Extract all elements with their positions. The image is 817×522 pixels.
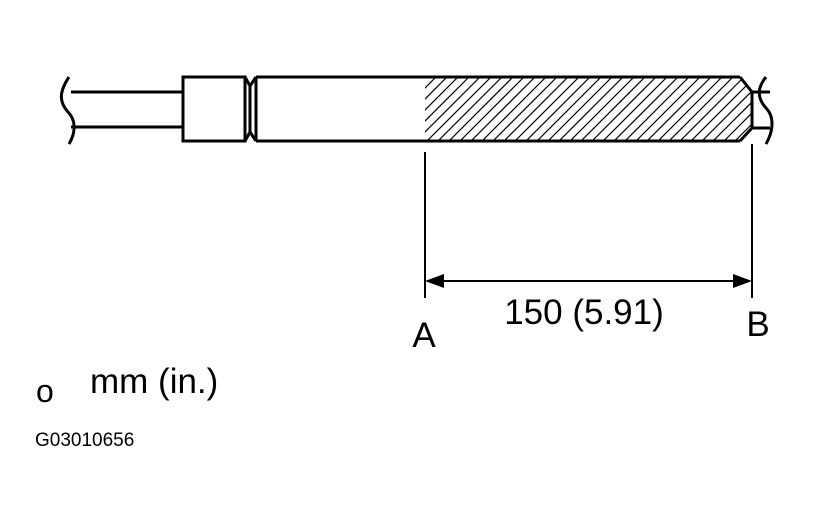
hatch-line [437,77,503,141]
hatch-line [536,77,602,141]
hatch-line [745,77,752,141]
hatch-line [425,77,470,141]
hatch-line [459,77,525,141]
hatch-line [525,77,591,141]
hatch-line [470,77,536,141]
hatch-line [602,77,668,141]
unit-marker: o [36,373,54,409]
hatch-line [448,77,514,141]
hatch-line [646,77,712,141]
hatch-line [624,77,690,141]
point-b-label: B [746,305,769,344]
right-stub [752,76,774,145]
hatch-line [425,77,426,141]
hatch-line [701,77,752,141]
unit-label: mm (in.) [90,362,218,401]
hatched-area [425,77,752,141]
hatch-line [425,77,448,141]
arrow-left [425,274,444,288]
hatch-line [492,77,558,141]
dimension-label: 150 (5.91) [504,293,664,332]
hatch-line [591,77,657,141]
hatch-line [712,77,752,141]
hatch-line [425,77,481,141]
collar [181,75,258,143]
hatch-line [679,77,745,141]
left-cable [59,76,183,145]
hatch-line [734,77,752,141]
figure-id: G03010656 [35,430,134,451]
hatch-line [558,77,624,141]
point-a-label: A [412,316,436,355]
hatch-line [503,77,569,141]
hatch-line [690,77,752,141]
hatch-line [426,77,492,141]
hatch-line [635,77,701,141]
hatch-line [613,77,679,141]
hatch-line [657,77,723,141]
hatch-line [547,77,613,141]
hatch-line [580,77,646,141]
hatch-line [668,77,734,141]
arrow-right [733,274,752,288]
dimension-line [425,274,752,288]
hatch-line [481,77,547,141]
right-break-mark [757,76,774,145]
hatch-line [723,77,752,141]
hatch-line [569,77,635,141]
hatch-line [425,77,437,141]
left-break-mark [59,76,76,145]
hatch-line [425,77,459,141]
hatch-line [514,77,580,141]
